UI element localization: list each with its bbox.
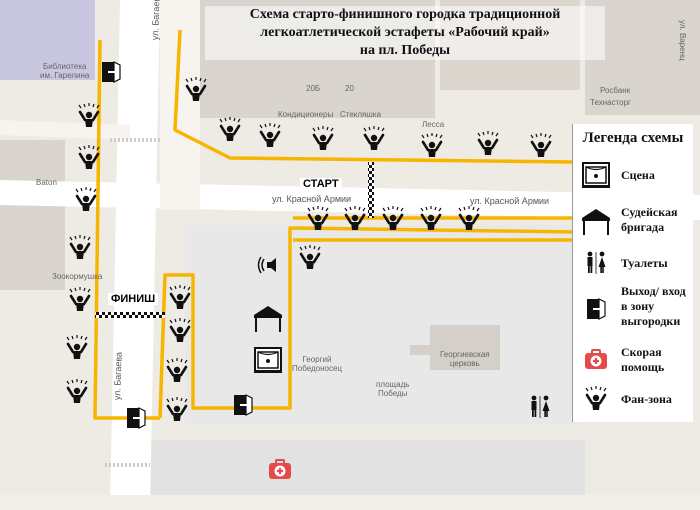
poi-label: Георгий Победоносец bbox=[292, 355, 342, 373]
finish-line bbox=[95, 312, 165, 318]
exit-icon bbox=[126, 407, 146, 429]
poi-label: Зоокормушка bbox=[52, 272, 103, 281]
poi-label: Библиотека им. Гарелина bbox=[40, 62, 90, 80]
street-label: ул. Варенц bbox=[678, 20, 687, 61]
fan-zone-icon bbox=[584, 384, 608, 412]
map-legend: Легенда схемы Сцена Судейская бригада Ту… bbox=[572, 124, 693, 422]
poi-label: Стекляшка bbox=[340, 110, 381, 119]
finish-label: ФИНИШ bbox=[108, 293, 159, 305]
stage-icon bbox=[254, 347, 282, 374]
route-lines bbox=[93, 29, 576, 420]
judges-tent-icon bbox=[581, 208, 611, 236]
legend-item-toilets: Туалеты bbox=[573, 244, 693, 284]
poi-label: Кондиционеры bbox=[278, 110, 334, 119]
title-line-1: Схема старто-финишного городка традицион… bbox=[249, 7, 561, 22]
legend-label: Фан-зона bbox=[621, 392, 672, 406]
poi-label: 20 bbox=[345, 84, 354, 93]
poi-label: Георгиевская церковь bbox=[440, 350, 490, 368]
legend-label: Выход/ вход в зону выгородки bbox=[621, 284, 686, 328]
poi-label: Росбанк bbox=[600, 86, 631, 95]
street-label: ул. Красной Армии bbox=[470, 196, 550, 206]
start-line bbox=[368, 162, 374, 218]
legend-label: Судейская бригада bbox=[621, 205, 678, 234]
legend-label: Скорая помощь bbox=[621, 345, 665, 374]
legend-item-stage: Сцена bbox=[573, 156, 693, 196]
poi-label: Baton bbox=[36, 178, 57, 187]
poi-label: Технасторг bbox=[590, 98, 631, 107]
first-aid-icon bbox=[583, 348, 609, 371]
map-title: Схема старто-финишного городка традицион… bbox=[205, 6, 605, 60]
poi-label: 20Б bbox=[306, 84, 321, 93]
legend-title: Легенда схемы bbox=[582, 130, 684, 146]
toilet-icon bbox=[587, 251, 606, 274]
exit-icon bbox=[101, 61, 121, 83]
legend-item-fan-zone: Фан-зона bbox=[573, 380, 693, 420]
route-top-lane bbox=[173, 29, 576, 164]
street-label: ул. Багаева bbox=[112, 351, 124, 401]
street-label: ул. Красной Армии bbox=[272, 194, 352, 204]
title-line-3: на пл. Победы bbox=[359, 43, 451, 58]
legend-label: Сцена bbox=[621, 168, 655, 182]
legend-item-exit: Выход/ вход в зону выгородки bbox=[573, 284, 693, 334]
title-line-2: легкоатлетической эстафеты «Рабочий край… bbox=[260, 25, 550, 40]
exit-icon bbox=[586, 298, 606, 320]
exit-icon bbox=[233, 394, 253, 416]
stage-icon bbox=[582, 162, 610, 189]
route-finish-loop bbox=[158, 226, 576, 419]
poi-label: площадь Победы bbox=[376, 380, 410, 398]
start-label: СТАРТ bbox=[300, 178, 342, 190]
legend-label: Туалеты bbox=[621, 256, 668, 270]
legend-item-judges: Судейская бригада bbox=[573, 202, 693, 242]
legend-item-first-aid: Скорая помощь bbox=[573, 342, 693, 382]
poi-label: Лесса bbox=[422, 120, 445, 129]
street-label: ул. Багаева bbox=[150, 0, 162, 41]
